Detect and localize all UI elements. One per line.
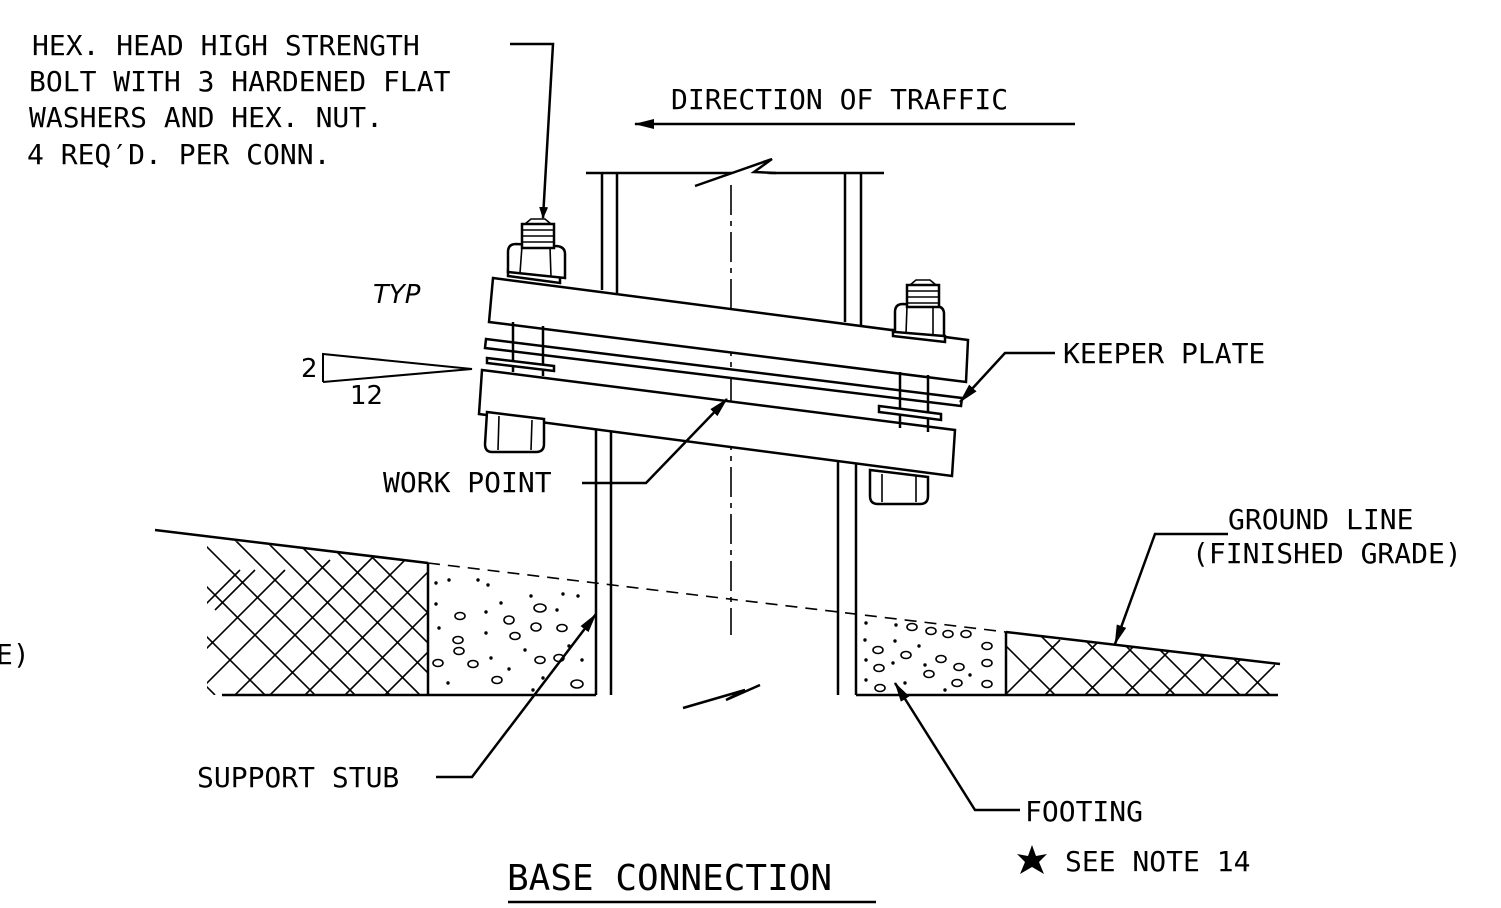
direction-of-traffic-label: DIRECTION OF TRAFFIC [671, 83, 1008, 116]
soil-hatch-right [1006, 632, 1275, 695]
footing-concrete-left [432, 578, 584, 692]
left-edge-fragment: E) [0, 638, 30, 671]
bolt-note: HEX. HEAD HIGH STRENGTH BOLT WITH 3 HARD… [27, 29, 451, 171]
upper-slip-plate [487, 276, 970, 384]
lower-slip-plate [477, 368, 957, 478]
footing-label: FOOTING [1025, 795, 1143, 828]
drawing-title: BASE CONNECTION [507, 858, 832, 899]
keeper-plate-shape [483, 337, 964, 408]
bolt-note-line-1: HEX. HEAD HIGH STRENGTH [32, 29, 420, 62]
ground-line-label: GROUND LINE [1228, 503, 1413, 536]
finished-grade-label: (FINISHED GRADE) [1192, 537, 1462, 570]
leaders [322, 42, 1228, 812]
asterisk-icon [1017, 845, 1047, 874]
upper-post [586, 157, 884, 325]
keeper-plate-label: KEEPER PLATE [1063, 337, 1265, 370]
footing-outline [426, 563, 1008, 695]
bolt-note-line-4: 4 REQ′D. PER CONN. [27, 138, 330, 171]
support-stub [594, 425, 858, 710]
footing-concrete-right [863, 621, 993, 693]
work-point-label: WORK POINT [383, 466, 552, 499]
typ-label: TYP [373, 280, 421, 310]
soil-hatch-left [207, 539, 428, 695]
ground [154, 528, 1281, 697]
see-note-label: SEE NOTE 14 [1065, 845, 1250, 878]
bolt-right [868, 279, 947, 506]
bolt-note-line-2: BOLT WITH 3 HARDENED FLAT [29, 65, 451, 98]
slope-rise-label: 2 [301, 354, 318, 384]
bolt-left [483, 218, 567, 454]
slope-run-label: 12 [350, 381, 383, 411]
bolt-note-line-3: WASHERS AND HEX. NUT. [29, 101, 383, 134]
support-stub-label: SUPPORT STUB [197, 761, 399, 794]
